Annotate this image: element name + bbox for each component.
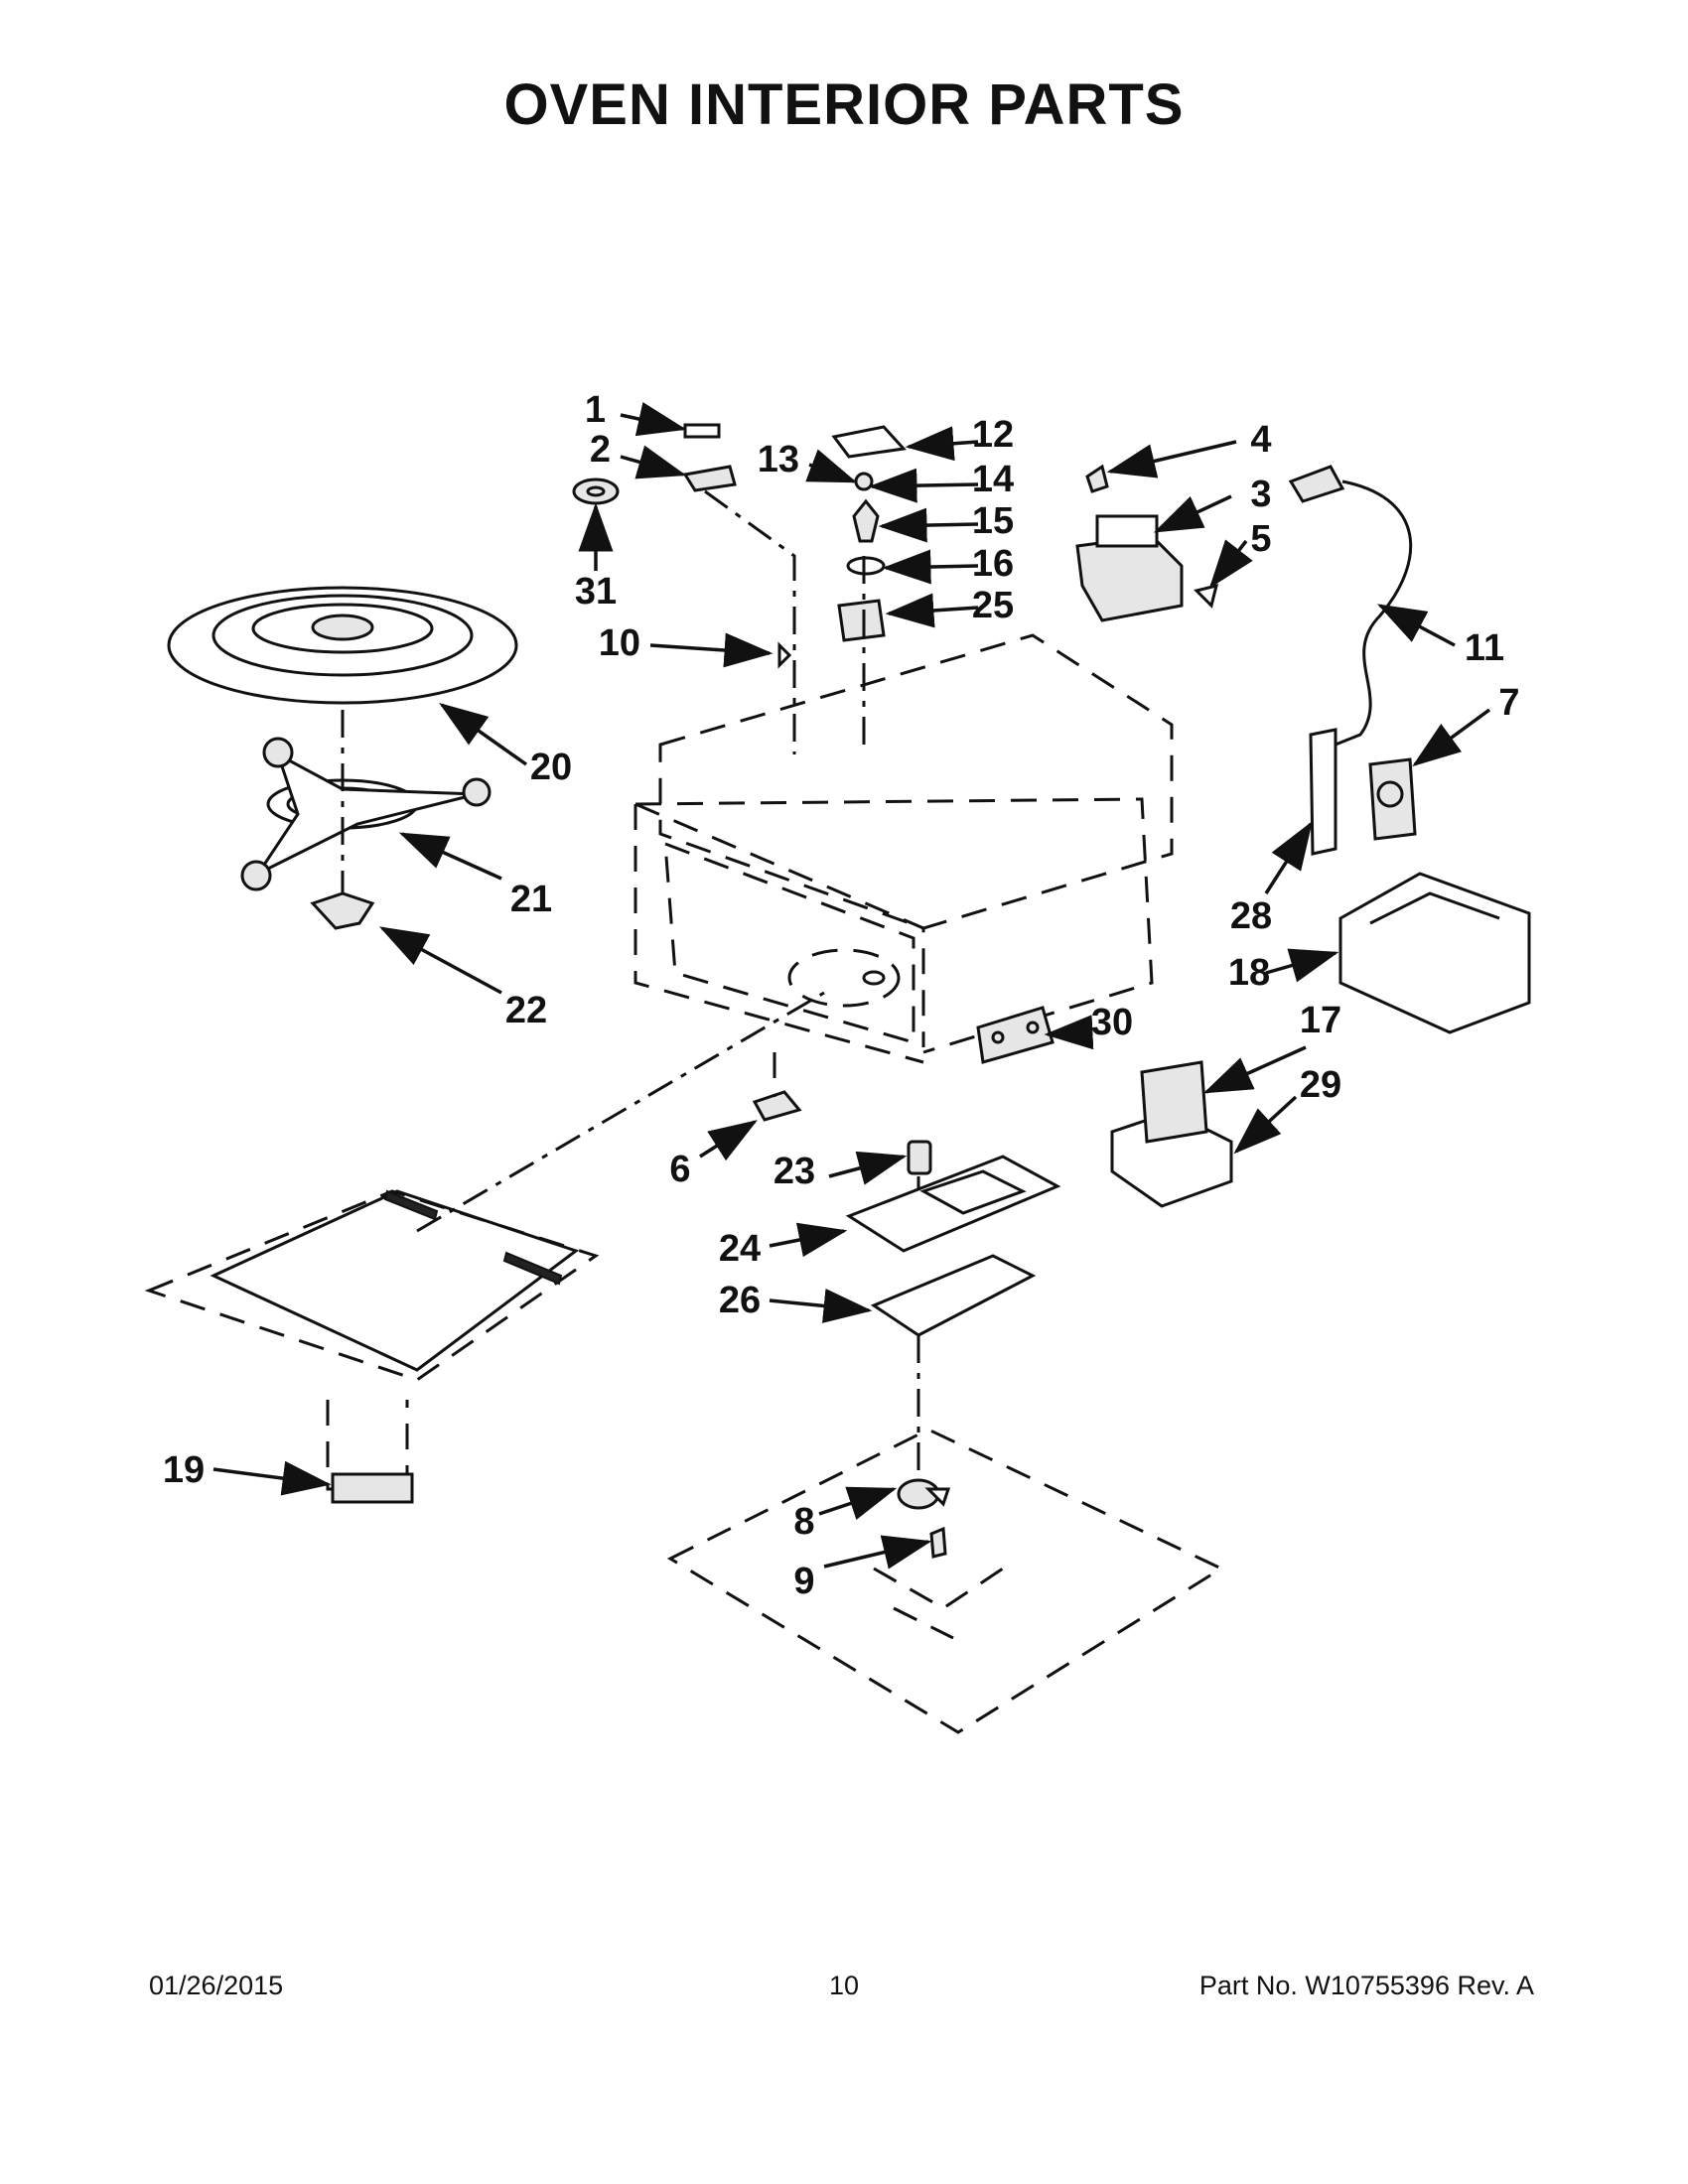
callout-12: 12 [972,414,1014,456]
oven-bottom-plate [666,1428,1225,1734]
callout-26: 26 [719,1280,761,1321]
turntable-coupler [310,891,375,930]
callout-21: 21 [510,879,552,920]
footer-page-number: 10 [828,1971,860,2000]
oven-cavity [633,633,1174,1064]
turntable-glass-tray [167,586,518,705]
callout-8: 8 [793,1501,814,1543]
callout-15: 15 [972,500,1014,542]
callout-14: 14 [972,459,1014,500]
page-title: OVEN INTERIOR PARTS [503,72,1185,137]
callout-labels: 1 2 3 4 5 6 7 8 9 10 11 12 13 14 15 16 1… [163,389,1520,1602]
callout-5: 5 [1250,518,1271,560]
callout-6: 6 [669,1149,690,1190]
callout-24: 24 [719,1228,761,1270]
door-hinge-bracket [752,1052,802,1122]
callout-1: 1 [585,389,606,431]
oven-ceiling-shield [144,1189,600,1504]
high-voltage-transformer [1110,1060,1233,1208]
door-switch-parts [572,423,796,754]
callout-10: 10 [599,622,640,664]
lamp-socket-parts [831,425,908,754]
callout-19: 19 [163,1449,205,1491]
callout-20: 20 [530,747,572,788]
turntable-roller-support [240,737,492,891]
callout-13: 13 [758,439,799,480]
callout-16: 16 [972,543,1014,585]
callout-23: 23 [774,1151,815,1192]
callout-11: 11 [1465,627,1504,669]
callout-29: 29 [1300,1064,1341,1106]
fuse-holder-assembly [1309,728,1417,856]
footer-date: 01/26/2015 [149,1971,284,2000]
turntable-motor [897,1478,951,1510]
motor-screw [929,1526,947,1559]
thermal-cutout-bracket [976,1006,1055,1064]
callout-leaders [212,402,1491,1570]
callout-2: 2 [590,429,611,471]
callout-9: 9 [793,1561,814,1602]
magnetron [1075,464,1219,622]
callout-7: 7 [1498,682,1519,724]
callout-22: 22 [505,990,547,1031]
turntable-motor-bracket [845,1155,1061,1253]
callout-25: 25 [972,585,1014,626]
callout-28: 28 [1230,895,1272,937]
callout-3: 3 [1250,474,1271,515]
callout-17: 17 [1300,1000,1341,1041]
electronic-control-cover [1338,872,1531,1034]
footer-part-number: Part No. W10755396 Rev. A [1198,1971,1534,2000]
callout-30: 30 [1091,1002,1133,1043]
callout-18: 18 [1228,952,1270,994]
motor-insulator [870,1254,1037,1489]
callout-4: 4 [1250,419,1271,461]
callout-31: 31 [575,571,617,613]
